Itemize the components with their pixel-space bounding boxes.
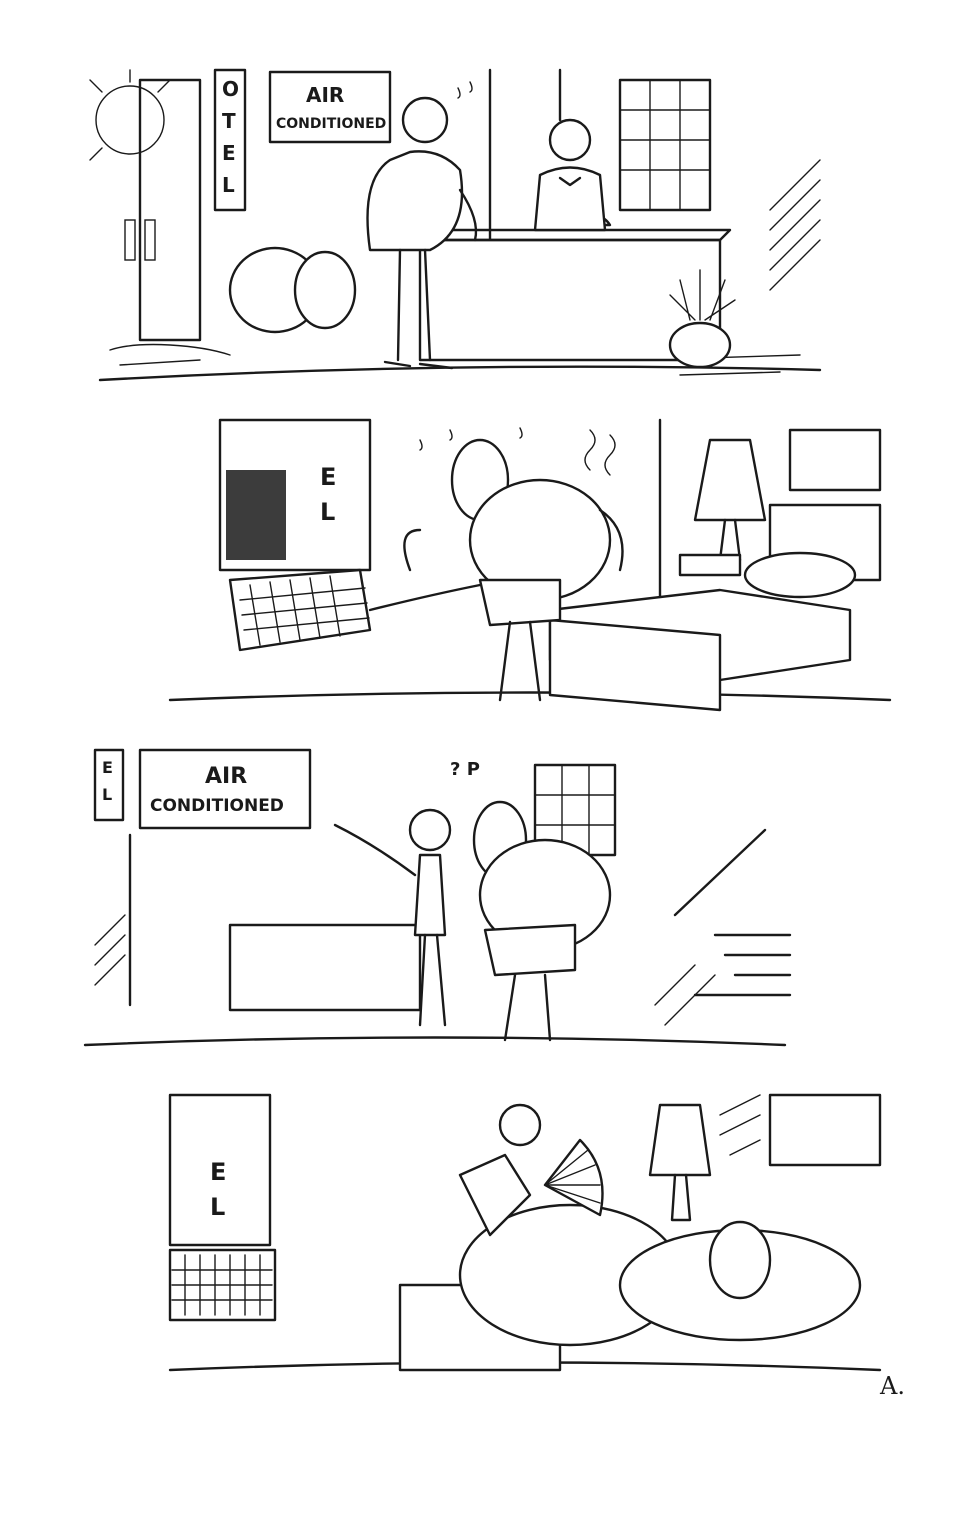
window-sign-letter-l: L: [320, 498, 335, 526]
panel-3-drawing: E L AIR CONDITIONED ? P: [83, 748, 792, 1047]
otel-letter-l: L: [222, 173, 235, 197]
panel-2-drawing: E L: [168, 418, 892, 712]
panel-1-lobby: O T E L AIR CONDITIONED: [80, 60, 840, 400]
panel-3-complaint: E L AIR CONDITIONED ? P: [75, 745, 795, 1065]
vertical-sign-letter-e: E: [102, 758, 113, 777]
hand-fan: [543, 1138, 604, 1217]
otel-letter-e: E: [222, 141, 236, 165]
otel-letter-o: O: [222, 77, 239, 101]
sign-line-1: AIR: [306, 83, 344, 107]
panel-4-drawing: E L: [168, 1093, 882, 1372]
exclaim-marks: ? P: [450, 759, 480, 780]
vertical-sign-letter-l: L: [102, 785, 112, 804]
sign2-line-1: AIR: [205, 764, 247, 789]
window-sign-letter-e: E: [320, 463, 336, 491]
panel-1-drawing: O T E L AIR CONDITIONED: [89, 68, 822, 382]
window2-sign-letter-l: L: [210, 1193, 225, 1221]
sign2-line-2: CONDITIONED: [150, 796, 284, 816]
window2-sign-letter-e: E: [210, 1158, 226, 1186]
panel-2-room-kick: E L: [160, 410, 900, 720]
air-conditioned-sign-2: [138, 748, 312, 830]
sign-line-2: CONDITIONED: [276, 116, 386, 132]
panel-4-fanning: E L: [160, 1085, 890, 1390]
otel-letter-t: T: [222, 109, 236, 133]
artist-signature: A.: [880, 1372, 905, 1400]
air-conditioned-sign: [268, 70, 392, 144]
